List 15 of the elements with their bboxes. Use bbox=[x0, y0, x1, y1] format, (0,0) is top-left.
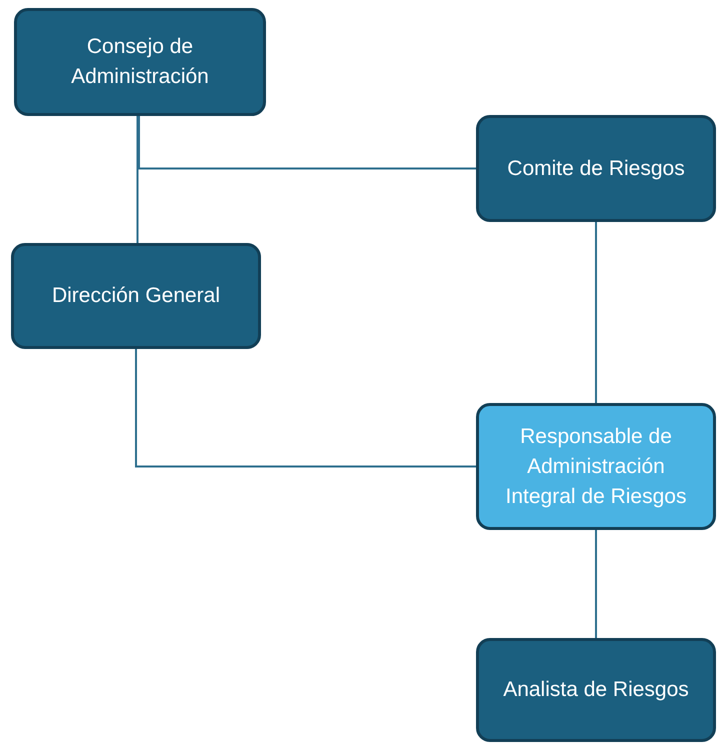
box-label: Dirección General bbox=[52, 283, 220, 309]
box-label: Comite de Riesgos bbox=[507, 156, 685, 182]
connector-line bbox=[595, 222, 597, 403]
connector-line bbox=[136, 116, 138, 243]
org-box bbox=[476, 638, 716, 742]
org-box bbox=[476, 115, 716, 222]
connector-line bbox=[135, 349, 476, 468]
org-box bbox=[476, 403, 716, 530]
box-label: Responsable de Administración Integral de Riesgos bbox=[504, 424, 688, 510]
org-box bbox=[14, 8, 266, 116]
box-label: Analista de Riesgos bbox=[503, 677, 689, 703]
connector-line bbox=[595, 530, 597, 638]
org-box bbox=[11, 243, 261, 349]
connector-line bbox=[138, 116, 476, 170]
box-label: Consejo de Administración bbox=[70, 34, 210, 90]
